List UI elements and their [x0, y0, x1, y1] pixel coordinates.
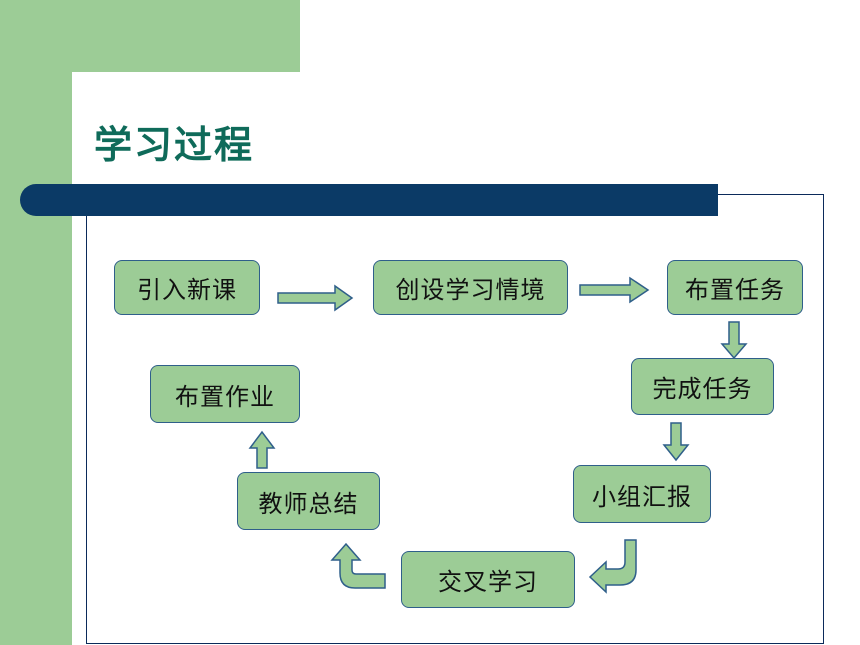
arrow-summary-to-homework [248, 430, 276, 469]
node-cross-learning: 交叉学习 [401, 551, 575, 608]
node-group-report: 小组汇报 [573, 465, 711, 523]
arrow-intro-to-scenario [277, 284, 354, 312]
arrow-assign-to-complete [720, 321, 748, 360]
diagram-frame-top [718, 194, 824, 195]
node-scenario: 创设学习情境 [373, 260, 568, 315]
node-intro: 引入新课 [114, 260, 260, 315]
node-complete-task: 完成任务 [631, 358, 774, 415]
decor-green-left [0, 0, 72, 645]
arrow-cross-to-summary [330, 542, 386, 589]
node-teacher-summary: 教师总结 [237, 472, 380, 530]
diagram-frame [86, 194, 824, 644]
node-assign-task: 布置任务 [667, 260, 803, 315]
title-divider-bar [20, 184, 718, 216]
arrow-report-to-cross [588, 539, 637, 594]
page-title: 学习过程 [94, 123, 255, 167]
arrow-complete-to-report [662, 422, 690, 462]
arrow-scenario-to-assign [579, 276, 650, 304]
node-homework: 布置作业 [150, 365, 300, 423]
